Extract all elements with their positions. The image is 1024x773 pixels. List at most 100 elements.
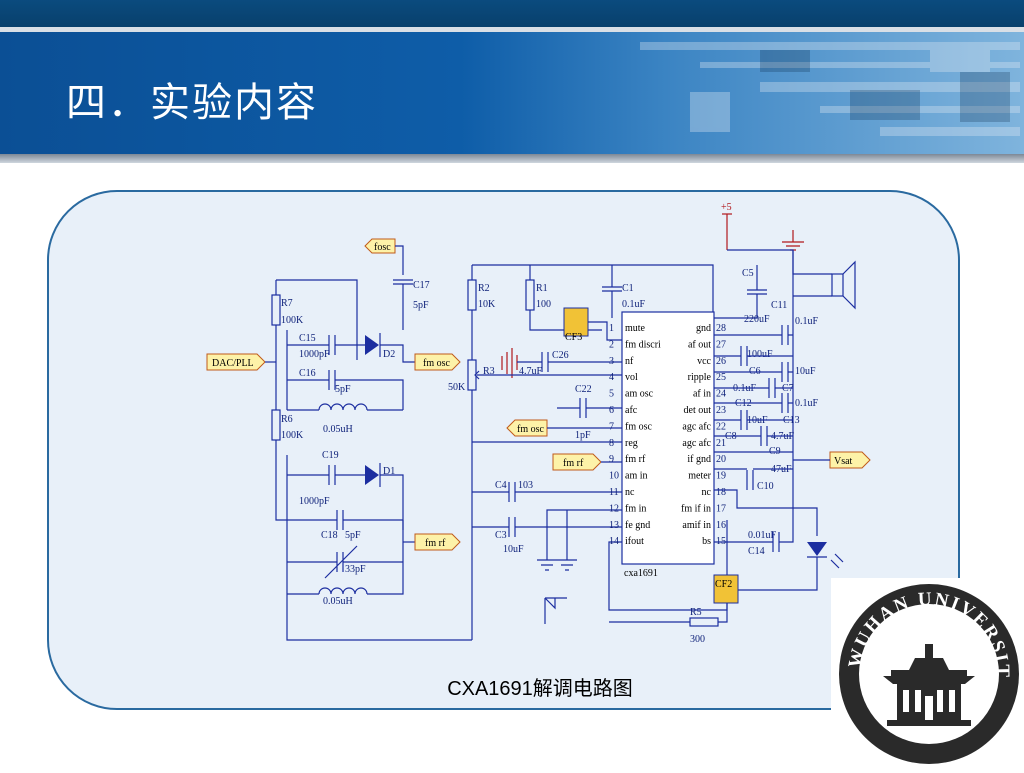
diode-icon <box>365 463 381 487</box>
c10-label: C10 <box>757 481 774 492</box>
header-banner <box>0 32 1024 154</box>
ic-pin-number: 19 <box>716 471 726 482</box>
ic-name-label: cxa1691 <box>624 568 658 579</box>
capacitor-icon <box>768 378 776 398</box>
wire <box>546 509 622 560</box>
ic-pin-label: fm in <box>625 503 646 514</box>
capacitor-icon <box>602 265 622 318</box>
ic-pin-label: am in <box>625 471 648 482</box>
resistor-icon <box>271 409 281 441</box>
circuit-board-graphic <box>640 42 1020 136</box>
capacitor-icon <box>324 545 358 579</box>
resistor-icon <box>525 279 535 311</box>
c18-label: C18 <box>321 530 338 541</box>
ic-pin-label: if gnd <box>687 454 711 465</box>
ic-pin-label: meter <box>688 471 711 482</box>
ground-icon <box>501 348 518 378</box>
capacitor-icon <box>541 352 549 372</box>
c4-label: C4 <box>495 480 507 491</box>
inductor-icon <box>318 403 368 411</box>
wire <box>286 455 472 641</box>
ic-cxa1691 <box>621 311 715 565</box>
ic-pin-label: fm rf <box>625 454 646 465</box>
wire <box>395 245 404 275</box>
r7-label: R7 <box>281 298 293 309</box>
ic-pin-number: 8 <box>609 438 614 449</box>
circuit-schematic: +5 fosc C17 5pF R7 100K DAC/PLL C15 1000… <box>206 202 871 645</box>
university-seal-icon: WUHAN UNIVERSITY <box>823 562 1019 764</box>
c3-label: C3 <box>495 530 507 541</box>
wire <box>714 490 794 543</box>
c17-label: C17 <box>413 280 430 291</box>
wire <box>472 264 714 318</box>
wire <box>588 321 622 341</box>
wiper <box>474 370 483 380</box>
l1-value: 0.05uH <box>323 424 353 435</box>
slide-title: 四．实验内容 <box>66 80 318 126</box>
ic-pin-label: mute <box>625 323 646 334</box>
vsat-tag: Vsat <box>829 451 871 469</box>
r6-label: R6 <box>281 414 293 425</box>
top-bar <box>0 0 1024 27</box>
d2-label: D2 <box>383 349 395 360</box>
wire <box>727 557 818 591</box>
ic-pin-number: 24 <box>716 389 726 400</box>
r3-value: 50K <box>448 382 466 393</box>
ic-pin-number: 28 <box>716 323 726 334</box>
r1-value: 100 <box>536 299 551 310</box>
fm-osc-tag-2: fm osc <box>506 419 548 437</box>
capacitor-icon <box>747 289 767 295</box>
c19-value: 1000pF <box>299 496 330 507</box>
ic-pin-label: vcc <box>697 356 711 367</box>
ic-pin-number: 18 <box>716 487 726 498</box>
ic-pin-number: 13 <box>609 520 619 531</box>
c11-right-value: 0.1uF <box>795 316 819 327</box>
c1-label: C1 <box>622 283 634 294</box>
ic-pin-label: am osc <box>625 389 654 400</box>
c16-label: C16 <box>299 368 316 379</box>
ic-pin-label: nc <box>625 487 635 498</box>
ic-pin-number: 1 <box>609 323 614 334</box>
ic-pin-number: 11 <box>609 487 619 498</box>
fm-rf-tag-2: fm rf <box>414 533 461 551</box>
c26-value: 4.7uF <box>519 366 543 377</box>
capacitor-icon <box>336 510 344 530</box>
ic-pin-label: ifout <box>625 536 644 547</box>
ic-pin-number: 12 <box>609 503 619 514</box>
fosc-tag: fosc <box>364 238 396 254</box>
led-icon <box>807 542 844 569</box>
ic-pin-label: amif in <box>682 520 711 531</box>
speaker-icon <box>831 260 856 310</box>
wire <box>714 489 818 536</box>
cf2-filter <box>713 574 739 604</box>
wire <box>380 474 404 530</box>
power-label: +5 <box>721 202 732 213</box>
ic-pin-number: 6 <box>609 405 614 416</box>
capacitor-icon <box>508 517 516 537</box>
fm-osc-tag-2-label: fm osc <box>517 424 545 435</box>
cf2-label: CF2 <box>715 579 732 590</box>
cf3-filter <box>563 307 589 337</box>
ic-pin-number: 5 <box>609 389 614 400</box>
capacitor-icon <box>328 370 336 390</box>
resistor-icon <box>271 294 281 326</box>
banner-shadow <box>0 154 1024 163</box>
antenna-icon <box>544 597 556 624</box>
r1-label: R1 <box>536 283 548 294</box>
l2-value: 0.05uH <box>323 596 353 607</box>
inductor-icon <box>318 587 368 595</box>
c17-value: 5pF <box>413 300 429 311</box>
c22-value: 1pF <box>575 430 591 441</box>
c11-label: C11 <box>771 300 787 311</box>
c3-value: 10uF <box>503 544 524 555</box>
fm-rf-tag-2-label: fm rf <box>425 538 446 549</box>
wire <box>275 279 287 410</box>
ic-pin-number: 26 <box>716 356 726 367</box>
ic-pin-label: bs <box>702 536 711 547</box>
fm-rf-tag-1: fm rf <box>552 453 602 471</box>
wire <box>275 440 287 521</box>
top-divider <box>0 27 1024 32</box>
r3-label: R3 <box>483 366 495 377</box>
